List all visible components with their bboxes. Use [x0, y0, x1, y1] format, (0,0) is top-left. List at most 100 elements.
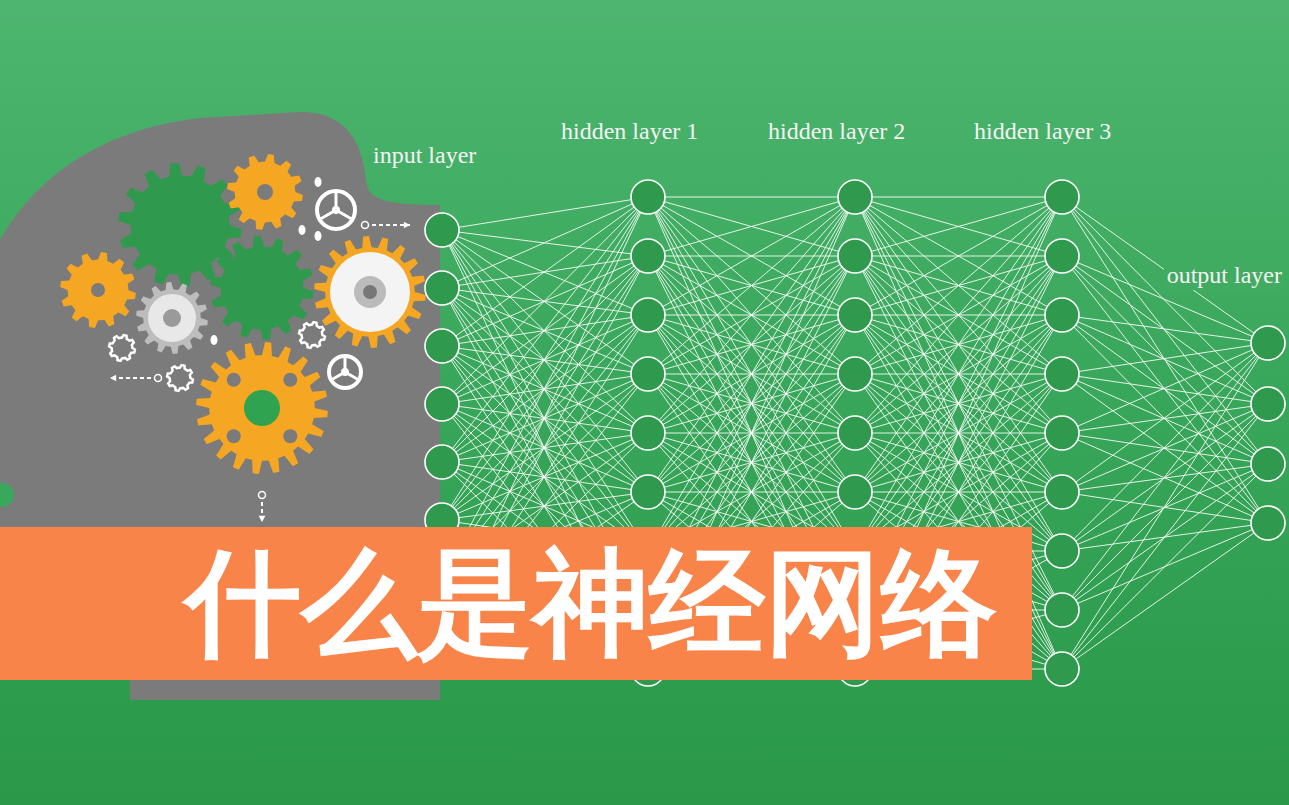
neuron-circle — [1251, 387, 1285, 421]
network-link — [872, 197, 1045, 198]
neuron-circle — [1045, 534, 1079, 568]
arrow-head — [259, 516, 266, 522]
network-link — [664, 202, 838, 252]
neuron-circle — [631, 298, 665, 332]
neuron-circle — [1045, 298, 1079, 332]
network-link — [661, 208, 842, 363]
gear-hole — [227, 429, 241, 443]
small-arrow — [259, 492, 266, 523]
layer-label: hidden layer 3 — [971, 118, 1114, 146]
wheel-rim — [329, 356, 361, 388]
network-link — [1076, 325, 1254, 454]
neuron-circle — [1251, 326, 1285, 360]
network-link — [456, 240, 634, 365]
network-link — [454, 358, 636, 539]
network-link — [1074, 268, 1256, 452]
neuron-circle — [1045, 475, 1079, 509]
neuron-circle — [1251, 447, 1285, 481]
network-link — [452, 301, 637, 537]
dot — [211, 335, 218, 345]
small-gear — [299, 322, 325, 348]
wheel-spoke — [336, 210, 352, 220]
network-link — [866, 210, 1051, 420]
gear-hole — [227, 373, 241, 387]
network-link — [659, 210, 844, 420]
gear-hub — [244, 390, 280, 426]
layer-label: input layer — [370, 142, 479, 170]
network-link — [1074, 416, 1256, 598]
layer-label: output layer — [1164, 262, 1285, 290]
gear-hub — [163, 309, 181, 327]
gear-hub — [257, 184, 273, 200]
network-link — [1074, 476, 1256, 657]
network-link — [661, 208, 842, 363]
network-link — [864, 212, 1054, 537]
wheel-spoke — [344, 356, 347, 372]
network-link — [868, 208, 1049, 363]
wheel-spoke — [345, 372, 359, 380]
neuron-circle — [838, 475, 872, 509]
neuron-circle — [1045, 416, 1079, 450]
network-link — [1078, 411, 1253, 486]
network-link — [865, 211, 1052, 478]
network-link — [459, 200, 631, 228]
network-link — [1076, 384, 1254, 513]
network-link — [450, 212, 640, 563]
gear-body — [136, 282, 208, 354]
neuron-circle — [838, 180, 872, 214]
gear-hole — [283, 429, 297, 443]
neuron-circle — [1045, 357, 1079, 391]
neuron-circle — [631, 357, 665, 391]
arrow-head — [110, 375, 116, 382]
small-arrow — [110, 375, 162, 382]
gear-hub — [363, 285, 377, 299]
neuron-circle — [1251, 506, 1285, 540]
neuron-circle — [838, 239, 872, 273]
network-link — [1074, 327, 1256, 511]
network-link — [1074, 209, 1256, 392]
network-link — [1076, 414, 1254, 541]
neuron-circle — [838, 298, 872, 332]
gear-body — [227, 154, 303, 230]
layer-label: hidden layer 1 — [558, 118, 701, 146]
network-link — [664, 202, 838, 252]
network-link — [657, 212, 847, 537]
title-banner: 什么是神经网络 — [0, 527, 1032, 680]
network-link — [451, 244, 639, 536]
network-link — [868, 208, 1049, 363]
wheel-spoke — [320, 210, 336, 220]
wheel-spoke — [331, 372, 345, 380]
network-link — [866, 210, 1051, 420]
gear-body — [314, 236, 426, 348]
network-link — [659, 210, 844, 420]
network-link — [451, 211, 639, 505]
ear-notch — [0, 483, 14, 507]
network-link — [1071, 357, 1259, 654]
neuron-circle — [425, 329, 459, 363]
neuron-circle — [425, 213, 459, 247]
network-link — [454, 300, 636, 480]
network-link — [871, 202, 1045, 252]
arrow-tail — [259, 492, 266, 499]
neuron-circle — [631, 239, 665, 273]
gear-hole — [283, 373, 297, 387]
network-link — [1071, 211, 1259, 508]
neuron-circle — [838, 416, 872, 450]
network-link — [1079, 346, 1251, 372]
gear-hub — [91, 283, 105, 297]
gear-hub — [148, 294, 196, 342]
arrow-shaft — [365, 224, 410, 226]
neuron-circle — [631, 180, 665, 214]
network-link — [865, 211, 1052, 478]
neuron-circle — [1045, 652, 1079, 686]
small-gear — [167, 365, 193, 391]
wheel-icon — [329, 356, 361, 388]
network-link — [864, 212, 1054, 537]
neuron-circle — [631, 475, 665, 509]
gear — [210, 236, 314, 340]
neuron-circle — [425, 271, 459, 305]
gear-body — [60, 252, 136, 328]
neuron-circle — [631, 416, 665, 450]
dot — [315, 231, 322, 241]
network-link — [1078, 350, 1253, 426]
